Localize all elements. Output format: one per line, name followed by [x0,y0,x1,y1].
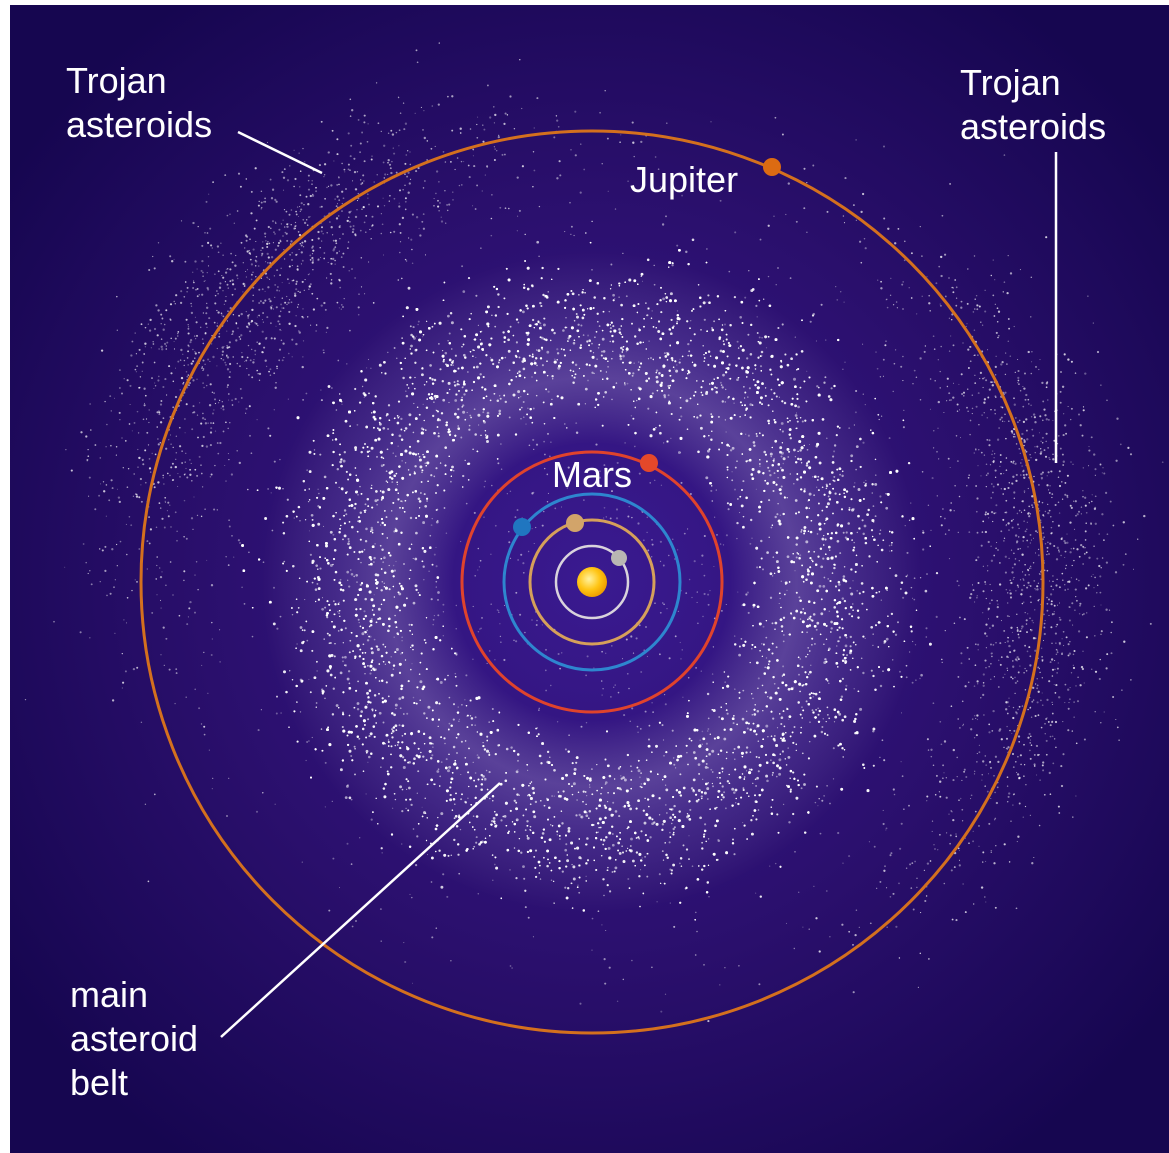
jupiter-orbit [139,129,1045,1035]
venus-planet [566,514,584,532]
trojan-right-label-line1: Trojan [960,62,1061,103]
jupiter-planet [763,158,781,176]
trojan-left-label-line2: asteroids [66,104,212,145]
sun [577,567,607,597]
solar-system-diagram: Trojan asteroids Trojan asteroids Jupite… [10,5,1169,1153]
trojan-left-label-line1: Trojan [66,60,167,101]
belt-label-line3: belt [70,1062,128,1103]
main-asteroid-belt [160,156,1020,1013]
mars-label: Mars [552,454,632,495]
jupiter-label: Jupiter [630,159,738,200]
belt-label-line2: asteroid [70,1018,198,1059]
venus-orbit [528,518,656,646]
belt-label-line1: main [70,974,148,1015]
mars-planet [640,454,658,472]
trojan-left-leader-line [237,130,323,175]
mars-orbit [460,450,724,714]
belt-leader-line [220,782,501,1038]
mercury-orbit [554,544,630,620]
earth-orbit [502,492,682,672]
mercury-planet [611,550,627,566]
trojan-right-label-line2: asteroids [960,106,1106,147]
earth-planet [513,518,531,536]
